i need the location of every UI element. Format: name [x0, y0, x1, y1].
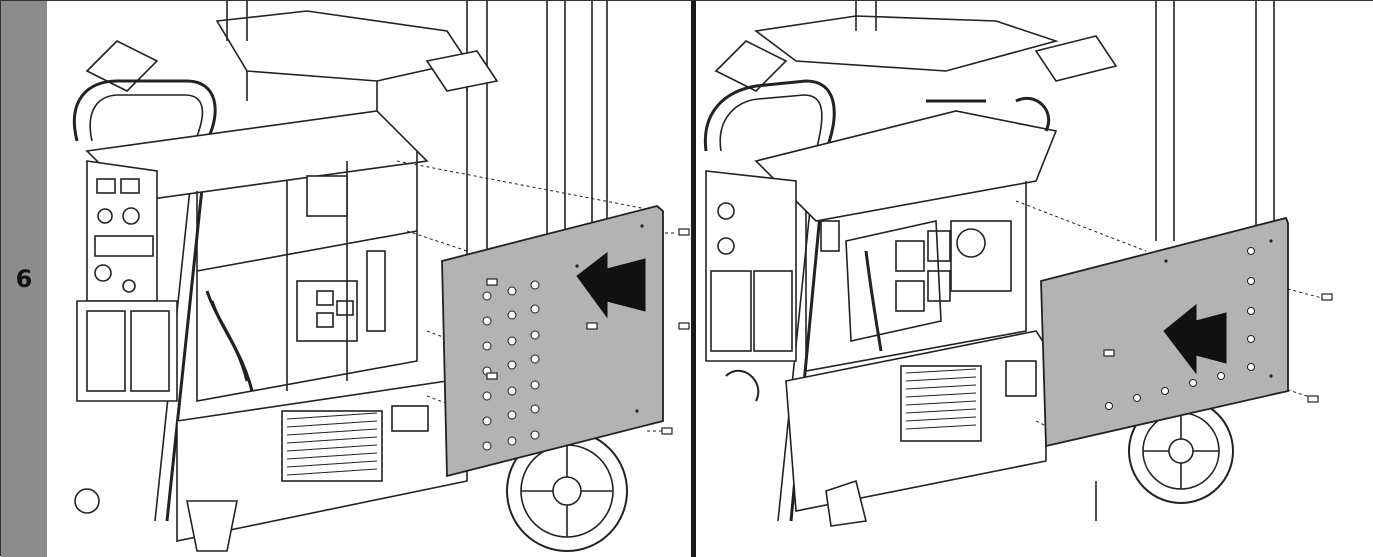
step-tab: 6 — [1, 1, 47, 557]
panel-divider — [691, 1, 696, 557]
machine-drawing-right — [703, 1, 1333, 527]
arrow-left-icon — [576, 251, 646, 319]
panel-left-illustration — [47, 1, 691, 557]
side-cover-panel-left — [441, 205, 664, 478]
step-number: 6 — [15, 265, 33, 293]
machine-drawing-left — [72, 1, 690, 552]
panel-right-illustration — [696, 1, 1373, 557]
arrow-left-icon — [1163, 303, 1227, 375]
